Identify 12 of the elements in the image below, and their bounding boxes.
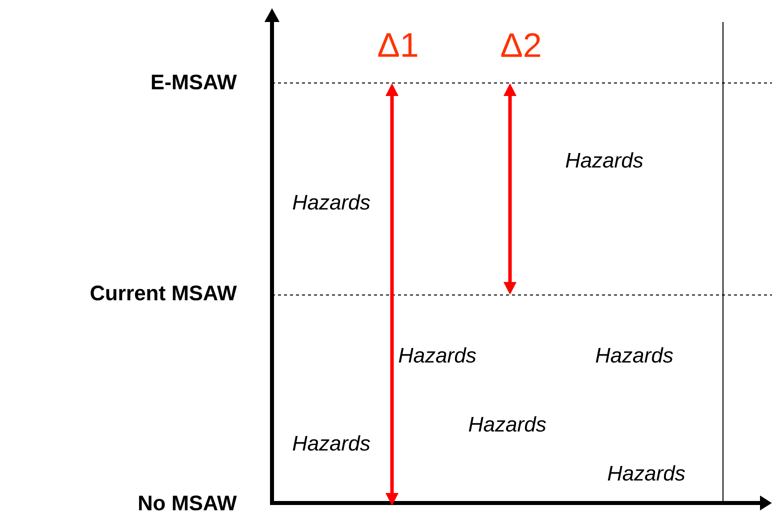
hazards-label: Hazards	[468, 416, 546, 432]
delta-label: Δ2	[501, 33, 540, 57]
level-label: Current MSAW	[90, 286, 237, 300]
level-label: E-MSAW	[152, 74, 237, 90]
hazards-label: Hazards	[566, 152, 643, 168]
hazards-label: Hazards	[596, 347, 673, 363]
hazards-label: Hazards	[608, 465, 685, 481]
hazards-label: Hazards	[292, 194, 370, 210]
hazards-label: Hazards	[398, 347, 476, 363]
delta-label: Δ1	[378, 33, 418, 57]
level-label: No MSAW	[139, 496, 237, 510]
hazards-label: Hazards	[292, 435, 370, 451]
